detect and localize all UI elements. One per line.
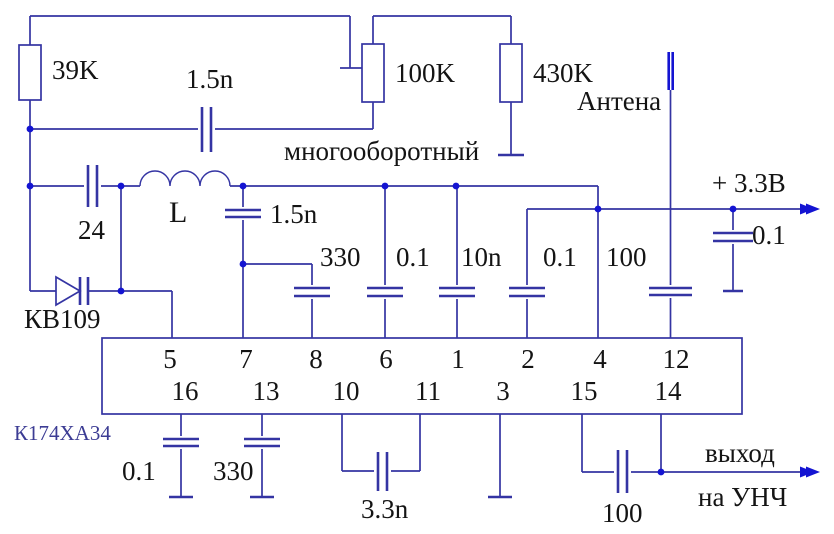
label-tank-cap: 1.5n [270,199,318,229]
junction-dot [381,182,389,190]
capacitor-24 [86,165,99,207]
pin-number: 2 [521,344,535,374]
label-output-1: выход [705,438,775,468]
junction-dot [452,182,460,190]
pins10-11-cap [341,414,421,491]
pin2-cap [509,209,545,338]
junction-dot [117,287,125,295]
junction-dot [594,205,602,213]
pin1-cap [439,186,475,338]
junction-dot [239,182,247,190]
pin-number: 1 [451,344,465,374]
label-cap-24: 24 [78,215,106,245]
pin-number: 15 [571,376,598,406]
varicap-triangle [55,275,82,307]
label-cap-pin2: 0.1 [543,242,577,272]
pin-number: 13 [253,376,280,406]
label-cap-pin8: 330 [320,242,361,272]
label-inductor: L [169,196,187,229]
pin16-cap [163,414,199,499]
inductor-coil [139,170,231,187]
label-cap-output: 100 [602,498,643,528]
junction-dot [657,468,665,476]
supply-rail [527,203,820,338]
pin-number: 5 [163,344,177,374]
junction-dots [26,125,737,476]
label-100k: 100K [395,58,456,88]
pin-number: 16 [172,376,199,406]
varicap-kb109 [30,275,173,338]
antenna [649,52,692,338]
potentiometer-100k-body [361,43,385,103]
arrow-icon [806,203,820,215]
label-cap-pin12: 100 [606,242,647,272]
pin-number: 6 [379,344,393,374]
pin3-ground [488,414,512,499]
pin-number: 8 [309,344,323,374]
supply-cap [713,209,753,293]
pin-number: 7 [239,344,253,374]
label-ic-name: К174ХА34 [14,421,111,445]
label-cap-pin6: 0.1 [396,242,430,272]
label-cap-supply: 0.1 [752,220,786,250]
ic-pin-numbers-bottom: 16 13 10 11 3 15 14 [172,376,683,406]
label-cap-pins10-11: 3.3n [361,494,409,524]
junction-dot [729,205,737,213]
junction-dot [239,260,247,268]
resistor-430k-body [499,43,523,103]
pin-number: 14 [655,376,683,406]
junction-dot [117,182,125,190]
pin13-cap [244,414,280,499]
pin-number: 3 [496,376,510,406]
pin-number: 11 [415,376,441,406]
resistor-39k-body [18,44,42,101]
label-pot-note: многооборотный [284,136,479,166]
arrow-icon [806,466,820,478]
label-430k: 430K [533,58,594,88]
ic-body [101,337,743,415]
junction-dot [26,125,34,133]
label-output-2: на УНЧ [698,482,787,512]
junction-dot [26,182,34,190]
label-feedback-cap: 1.5n [186,64,234,94]
label-cap-pin1: 10n [461,242,502,272]
pin-number: 4 [593,344,607,374]
label-supply: + 3.3В [712,168,786,198]
pin6-cap [367,186,403,338]
pin-number: 12 [663,344,690,374]
label-cap-pin13: 330 [213,456,254,486]
label-varicap: КВ109 [24,304,101,334]
label-antenna: Антена [577,86,661,116]
pin7-branch [225,186,330,338]
ic-pin-numbers-top: 5 7 8 6 1 2 4 12 [163,344,689,374]
capacitor-feedback-1n5 [200,107,213,152]
pin-number: 10 [333,376,360,406]
label-cap-pin16: 0.1 [122,456,156,486]
label-39k: 39K [52,55,99,85]
